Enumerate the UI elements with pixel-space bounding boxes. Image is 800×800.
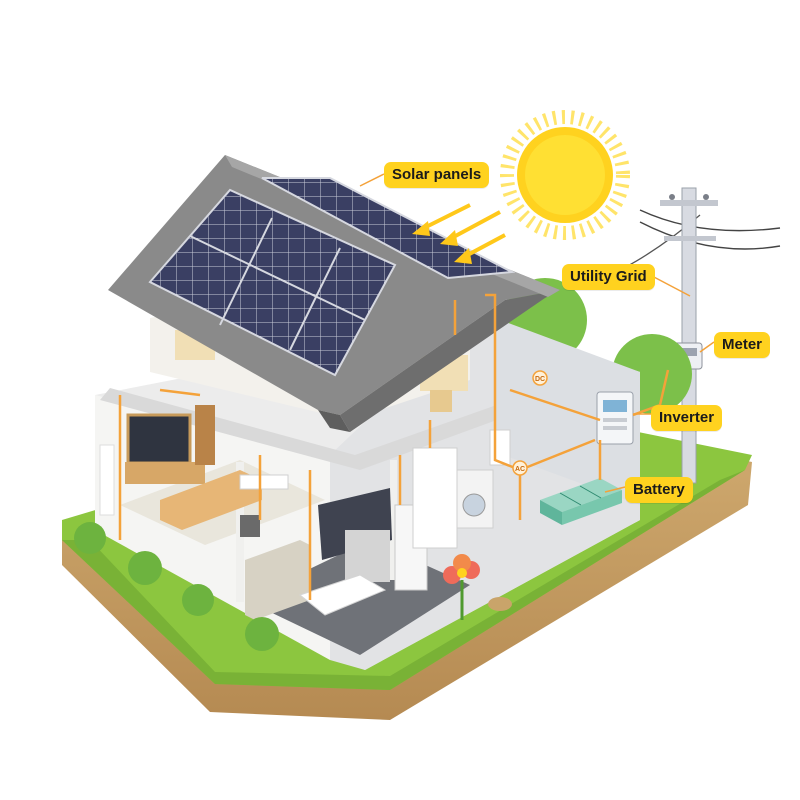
label-battery: Battery: [625, 477, 693, 503]
battery-icon: [540, 478, 622, 525]
utility-room: [412, 429, 511, 549]
inverter-icon: [596, 391, 634, 445]
label-utility-grid: Utility Grid: [562, 264, 655, 290]
wire-tags: DC AC: [512, 370, 548, 476]
solar-panel-array: [148, 177, 516, 377]
front-bushes: [74, 522, 279, 651]
sunlight-arrows: [412, 203, 506, 264]
label-meter: Meter: [714, 332, 771, 358]
kitchen: [239, 474, 428, 620]
label-inverter: Inverter: [651, 405, 723, 431]
dc-tag: DC: [535, 376, 545, 383]
living-room: [99, 405, 262, 530]
label-solar-panels: Solar panels: [384, 162, 490, 188]
wiring: [118, 293, 670, 600]
sun-icon: [500, 110, 630, 240]
ac-tag: AC: [515, 466, 525, 473]
callout-pointers: [359, 173, 715, 493]
flower-icon: [443, 554, 512, 620]
